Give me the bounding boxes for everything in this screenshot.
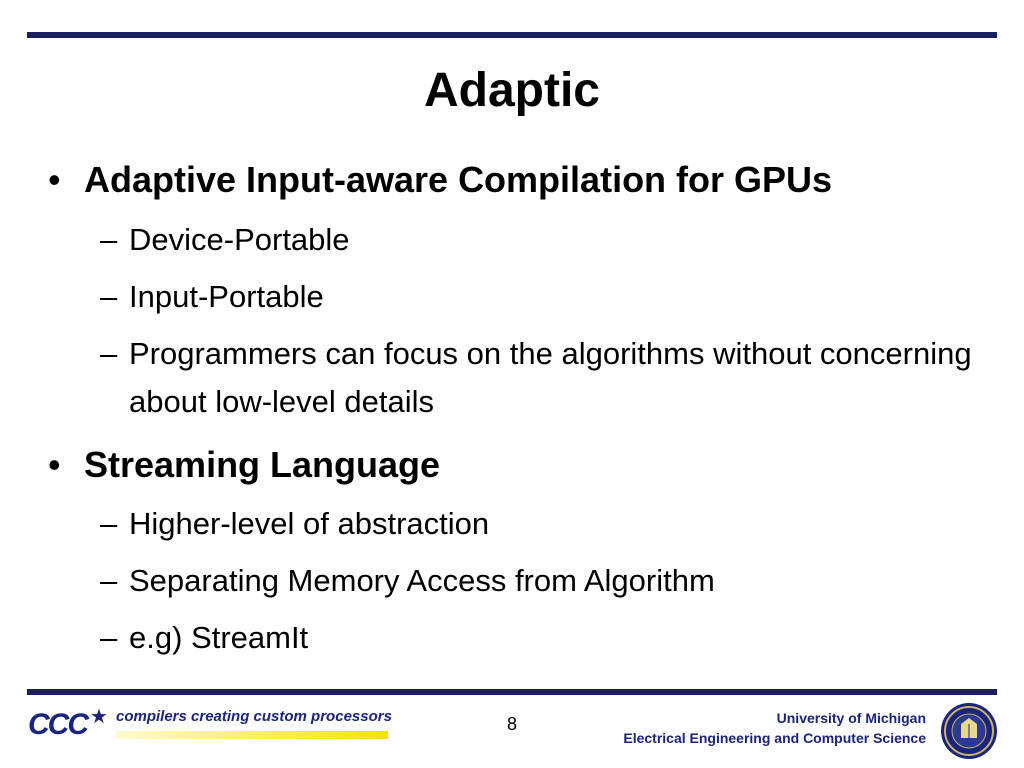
sub-dash: –: [100, 336, 118, 371]
slide-title: Adaptic: [423, 64, 600, 117]
bullet-dot: •: [48, 444, 61, 485]
logo-tagline: compilers creating custom processors: [116, 708, 392, 725]
page-number: 8: [506, 714, 517, 734]
bullet-text: Adaptive Input-aware Compilation for GPU…: [84, 159, 833, 200]
university-credit: University of Michigan Electrical Engine…: [623, 708, 926, 748]
logo-highlight: [116, 731, 388, 739]
ccc-logo: CCC ★ compilers creating custom processo…: [28, 704, 392, 744]
bullet-dot: •: [48, 159, 61, 200]
sub-dash: –: [100, 620, 118, 655]
sub-text: Device-Portable: [129, 222, 350, 257]
sub-dash: –: [100, 222, 118, 257]
bullet-text: Streaming Language: [84, 444, 441, 485]
bottom-rule: [27, 689, 997, 695]
sub-dash: –: [100, 563, 118, 598]
sub-text: Input-Portable: [129, 279, 324, 314]
star-icon: ★: [90, 706, 108, 728]
sub-text: Programmers can focus on the algorithms …: [129, 336, 972, 419]
sub-text: e.g) StreamIt: [129, 620, 309, 655]
sub-text: Higher-level of abstraction: [129, 506, 490, 541]
top-rule: [27, 32, 997, 38]
logo-letters: CCC: [28, 708, 89, 741]
sub-dash: –: [100, 279, 118, 314]
department-name: Electrical Engineering and Computer Scie…: [623, 730, 926, 746]
sub-text: Separating Memory Access from Algorithm: [129, 563, 715, 598]
university-name: University of Michigan: [776, 710, 926, 726]
sub-dash: –: [100, 506, 118, 541]
university-seal-icon: [941, 703, 997, 759]
